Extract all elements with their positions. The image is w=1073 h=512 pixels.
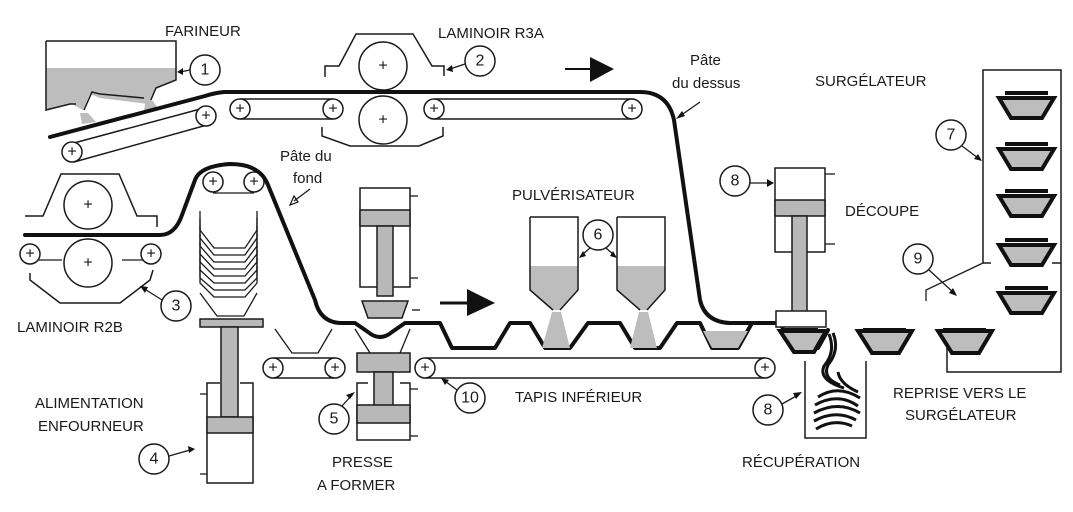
alimentation-enfourneur-piston	[199, 318, 264, 484]
surgelateur-trays	[995, 91, 1058, 315]
callout-number: 2	[476, 53, 485, 70]
roller-plus-icon: +	[429, 101, 438, 118]
inclined-conveyor: + +	[61, 105, 217, 163]
callout-number: 8	[764, 402, 773, 419]
label-pulverisateur: PULVÉRISATEUR	[512, 187, 635, 204]
callout-number: 10	[461, 390, 479, 407]
tray	[776, 328, 830, 354]
callout-10: 10	[441, 378, 486, 414]
callout-number: 3	[172, 298, 181, 315]
callout-8-top: 8	[719, 165, 774, 197]
label-farineur: FARINEUR	[165, 23, 241, 40]
label-pate-dessus-1: Pâte	[690, 52, 721, 69]
callout-number: 6	[594, 227, 603, 244]
callout-3: 3	[140, 286, 192, 322]
callout-number: 7	[947, 127, 956, 144]
callout-number: 5	[330, 411, 339, 428]
roller-plus-icon: +	[25, 246, 34, 263]
direction-arrow-top	[565, 57, 614, 82]
tin-stack	[199, 211, 258, 317]
tray	[995, 142, 1058, 171]
callout-number: 8	[731, 173, 740, 190]
callout-4: 4	[138, 443, 195, 475]
tray	[995, 238, 1058, 267]
roller-plus-icon: +	[67, 144, 76, 161]
roller-plus-icon: +	[208, 174, 217, 191]
callout-number: 4	[150, 451, 159, 468]
transfer-conveyor: + +	[262, 328, 346, 379]
label-alimentation-2: ENFOURNEUR	[38, 418, 144, 435]
flour-spray-left	[80, 113, 96, 124]
roller-plus-icon: +	[420, 360, 429, 377]
top-conveyor-right: + +	[423, 98, 643, 120]
callout-7: 7	[935, 119, 982, 161]
callout-number: 1	[201, 62, 210, 79]
tapis-inferieur-conveyor: + +	[414, 357, 776, 379]
roller-plus-icon: +	[627, 101, 636, 118]
bottom-dough-sheet	[23, 162, 830, 350]
label-presse-1: PRESSE	[332, 454, 393, 471]
tray	[995, 286, 1058, 315]
surgelateur-box	[925, 69, 1062, 373]
tray	[995, 91, 1058, 120]
callout-8-bottom: 8	[752, 392, 802, 426]
roller-plus-icon: +	[146, 246, 155, 263]
tray	[854, 328, 916, 355]
callout-number: 9	[914, 251, 923, 268]
callout-5: 5	[318, 392, 355, 435]
roller-plus-icon: +	[83, 197, 92, 214]
roller-plus-icon: +	[378, 58, 387, 75]
callout-6: 6	[579, 219, 617, 258]
pate-fond-arrow-icon	[288, 188, 311, 207]
presse-a-former	[354, 328, 418, 441]
top-dough-sheet	[48, 90, 782, 325]
label-tapis-inferieur: TAPIS INFÉRIEUR	[515, 389, 642, 406]
pate-dessus-arrow-icon	[676, 101, 701, 119]
bottom-dough-rollers: + +	[202, 171, 265, 194]
pulverisateur-right	[616, 216, 666, 348]
roller-plus-icon: +	[249, 174, 258, 191]
roller-plus-icon: +	[201, 108, 210, 125]
laminoir-r2b: + + + +	[19, 173, 162, 304]
roller-plus-icon: +	[328, 101, 337, 118]
label-surgelateur: SURGÉLATEUR	[815, 73, 927, 90]
pulverisateur-left	[529, 216, 579, 348]
callout-2: 2	[446, 45, 496, 77]
label-laminoir-r2b: LAMINOIR R2B	[17, 319, 123, 336]
roller-plus-icon: +	[268, 360, 277, 377]
label-pate-fond-2: fond	[293, 170, 322, 187]
filled-tin	[703, 331, 748, 348]
callout-9: 9	[902, 243, 957, 296]
decoupe-piston	[774, 167, 835, 328]
farineur-hopper	[45, 40, 177, 124]
label-recuperation: RÉCUPÉRATION	[742, 454, 860, 471]
label-reprise-2: SURGÉLATEUR	[905, 407, 1017, 424]
label-reprise-1: REPRISE VERS LE	[893, 385, 1026, 402]
callout-1: 1	[177, 54, 221, 86]
roller-plus-icon: +	[83, 255, 92, 272]
label-pate-fond-1: Pâte du	[280, 148, 332, 165]
label-presse-2: A FORMER	[317, 477, 396, 494]
roller-plus-icon: +	[235, 101, 244, 118]
top-conveyor-left: + +	[229, 98, 344, 120]
upper-press-piston	[359, 187, 420, 319]
label-decoupe: DÉCOUPE	[845, 203, 919, 220]
tray	[934, 328, 996, 355]
label-alimentation-1: ALIMENTATION	[35, 395, 144, 412]
direction-arrow-middle	[440, 289, 495, 316]
roller-plus-icon: +	[378, 112, 387, 129]
roller-plus-icon: +	[760, 360, 769, 377]
tray	[995, 189, 1058, 218]
label-laminoir-r3a: LAMINOIR R3A	[438, 25, 544, 42]
scrap-dough	[813, 332, 861, 431]
roller-plus-icon: +	[330, 360, 339, 377]
output-trays	[776, 328, 996, 355]
recuperation-bin	[804, 332, 867, 439]
label-pate-dessus-2: du dessus	[672, 75, 740, 92]
